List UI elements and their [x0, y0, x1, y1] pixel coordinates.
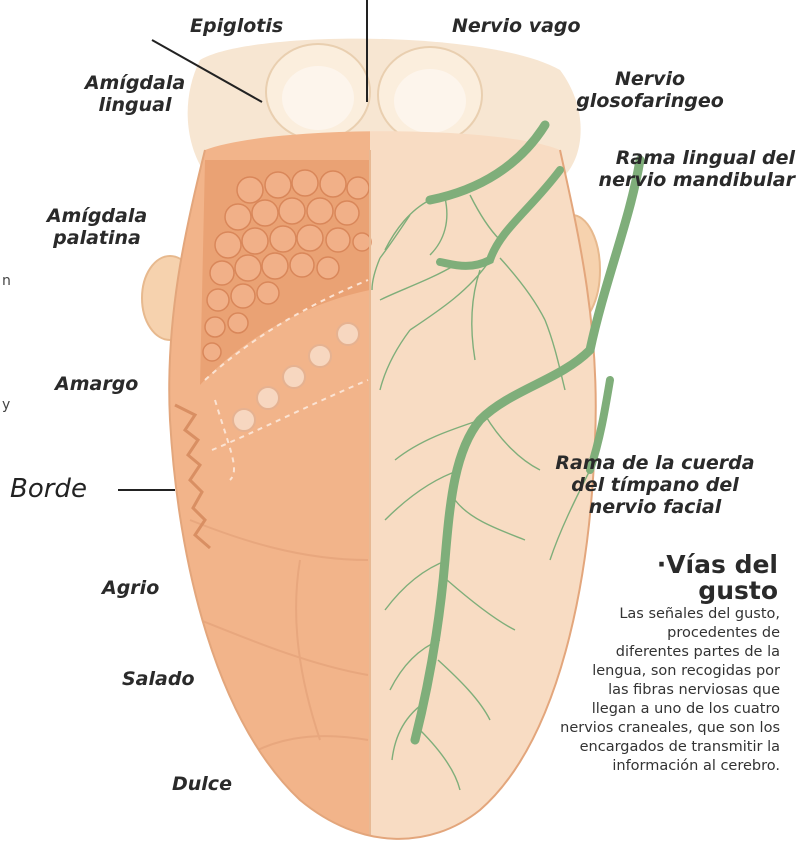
info-line: las fibras nerviosas que	[450, 681, 780, 700]
label-nervio-vago: Nervio vago	[452, 15, 581, 37]
label-amigdala-lingual: Amígdala lingual	[60, 72, 210, 116]
label-agrio: Agrio	[102, 577, 159, 599]
info-line: encargados de transmitir la	[450, 738, 780, 757]
info-line: diferentes partes de la	[450, 643, 780, 662]
info-line: llegan a uno de los cuatro	[450, 700, 780, 719]
info-line: lengua, son recogidas por	[450, 662, 780, 681]
label-nervio-glosofaringeo: Nervio glosofaringeo	[565, 68, 735, 112]
info-body: Las señales del gusto, procedentes de di…	[450, 605, 780, 776]
label-amigdala-palatina: Amígdala palatina	[22, 205, 172, 249]
edge-fragment-2: y	[2, 397, 10, 413]
edge-fragment-1: n	[2, 273, 11, 289]
info-line: procedentes de	[450, 624, 780, 643]
info-line: nervios craneales, que son los	[450, 719, 780, 738]
label-amargo: Amargo	[55, 373, 138, 395]
info-line: información al cerebro.	[450, 757, 780, 776]
info-line: Las señales del gusto,	[450, 605, 780, 624]
label-borde: Borde	[10, 474, 87, 504]
label-salado: Salado	[122, 668, 195, 690]
label-dulce: Dulce	[172, 773, 232, 795]
label-epiglotis: Epiglotis	[190, 15, 283, 37]
label-rama-cuerda-timpano: Rama de la cuerda del tímpano del nervio…	[525, 452, 785, 518]
info-title: ·Vías del gusto	[600, 552, 778, 604]
label-rama-lingual: Rama lingual del nervio mandibular	[585, 147, 795, 191]
